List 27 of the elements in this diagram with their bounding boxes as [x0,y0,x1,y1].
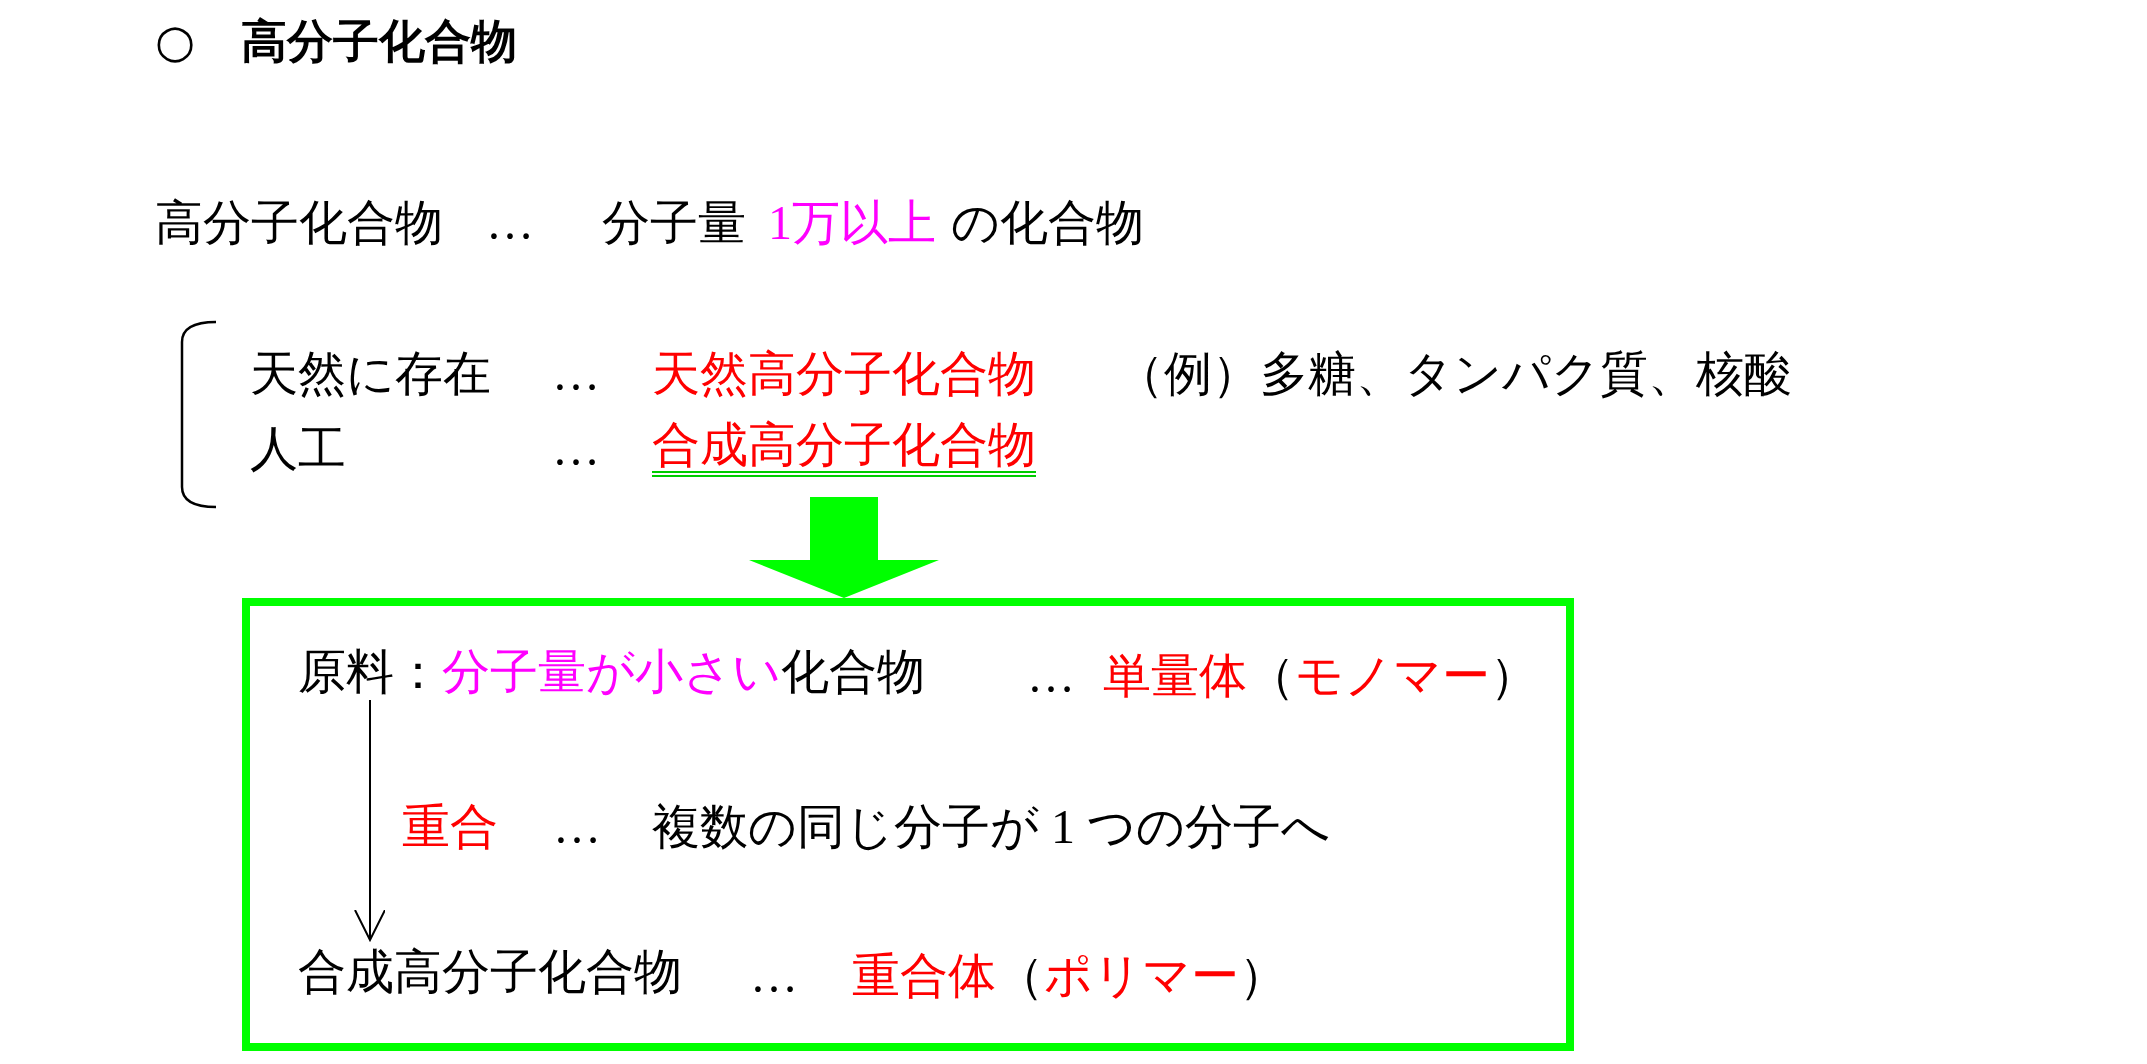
term-text: 分子量が小さい [442,648,781,696]
underlined-term: 合成高分子化合物 [652,421,1036,477]
text-label: 単量体（モノマー） [1103,652,1538,700]
ellipsis-text: … [552,425,600,473]
ellipsis-text: … [1027,652,1075,700]
text-label: 天然高分子化合物 [652,350,1036,398]
text-label: 分子量 [602,199,746,247]
heading: ○ 高分子化合物 [155,18,518,64]
highlight-frame [242,598,1574,1051]
text-label: 重合体（ポリマー） [852,952,1287,1000]
ellipsis-text: … [750,952,798,1000]
text-label: 高分子化合物 [155,199,443,247]
text-label: 複数の同じ分子が 1 つの分子へ [652,803,1330,851]
text-label: 天然に存在 [250,350,491,398]
arrow [354,699,386,941]
text-label: 1万以上 [768,199,936,247]
ellipsis-text: … [486,199,534,247]
term-text: 原料： [298,648,442,696]
ellipsis-text: … [553,803,601,851]
text-label: 人工 [250,425,346,473]
arrow [749,497,939,598]
term-text: 合成高分子化合物 [298,948,682,996]
text-label: 重合 [402,803,498,851]
text-label: の化合物 [951,199,1144,247]
ellipsis-text: … [552,350,600,398]
text-label: （例）多糖、タンパク質、核酸 [1116,350,1792,398]
term-text: 化合物 [781,648,925,696]
